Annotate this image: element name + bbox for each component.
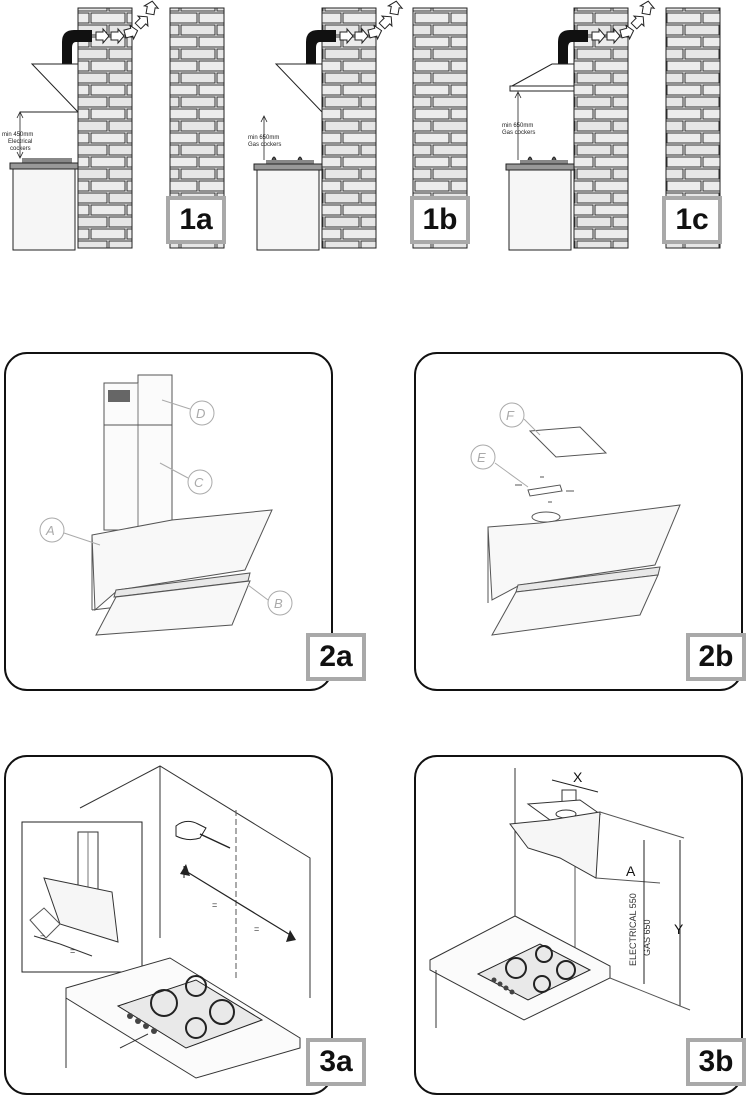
drill-hand-icon (175, 820, 207, 841)
clearance-text-line1: min 650mm (248, 135, 279, 141)
figure-label-2b: 2b (686, 633, 746, 681)
svg-text:=: = (254, 924, 259, 934)
figure-label-2a: 2a (306, 633, 366, 681)
hob (520, 160, 568, 164)
brick-wall (321, 7, 377, 249)
figure-label-1b: 1b (410, 196, 470, 244)
worktop (505, 163, 575, 171)
duct-pipe (62, 30, 92, 65)
hood-canopy (274, 63, 323, 114)
hob (266, 160, 314, 164)
gas-flame-icon (271, 156, 303, 161)
figure-label-3a: 3a (306, 1038, 366, 1086)
clearance-text-line1: min 650mm (502, 123, 533, 129)
svg-text:=: = (40, 932, 45, 942)
part-label-b: B (274, 596, 283, 611)
figure-3a: = = = = (21, 765, 311, 1079)
cabinet (508, 169, 572, 251)
part-label-d: D (196, 406, 205, 421)
dimension-x-label: X (573, 769, 583, 785)
worktop (9, 162, 79, 170)
clearance-text-line2: Electrical (8, 139, 32, 145)
installation-height-diagrams: min 450mm Electrical cockers min 650mm G… (2, 0, 721, 251)
clearance-text-line2: Gas cockers (502, 130, 535, 136)
part-label-c: C (194, 475, 204, 490)
vent-grille (108, 390, 130, 402)
clearance-text-line1: min 450mm (2, 132, 33, 138)
brick-wall (77, 7, 133, 249)
part-label-a: A (45, 523, 55, 538)
worktop (253, 163, 323, 171)
assembly-part-diagrams: A B C D F E (4, 352, 743, 691)
figure-2b: F E (470, 402, 681, 636)
dimension-a-label: A (626, 863, 636, 879)
part-label-e: E (477, 450, 486, 465)
brick-wall (573, 7, 629, 249)
clearance-text-line3: cockers (10, 146, 31, 152)
dimension-y-label: Y (674, 921, 684, 937)
hood-canopy (30, 63, 79, 114)
clearance-text-line2: Gas cockers (248, 142, 281, 148)
figure-label-1c: 1c (662, 196, 722, 244)
electrical-height-text: ELECTRICAL 550 (628, 893, 638, 966)
figure-3b: X A ELECTRICAL 550 GAS 650 Y (429, 768, 691, 1028)
cabinet (12, 168, 76, 251)
svg-text:=: = (70, 946, 75, 956)
hob (116, 979, 264, 1049)
figure-label-1a: 1a (166, 196, 226, 244)
wall-mounting-diagrams: = = = = X A ELECTRICAL 550 (4, 755, 743, 1095)
duct-pipe (306, 30, 336, 65)
gas-height-text: GAS 650 (642, 919, 652, 956)
hood-canopy (511, 63, 575, 87)
svg-text:=: = (212, 900, 217, 910)
cabinet (256, 169, 320, 251)
figure-2a: A B C D (39, 374, 293, 636)
figure-frame-3b (414, 755, 743, 1095)
part-label-f: F (506, 408, 515, 423)
hob (22, 158, 72, 163)
gas-flame-icon (527, 156, 557, 161)
duct-pipe (558, 30, 588, 65)
figure-label-3b: 3b (686, 1038, 746, 1086)
